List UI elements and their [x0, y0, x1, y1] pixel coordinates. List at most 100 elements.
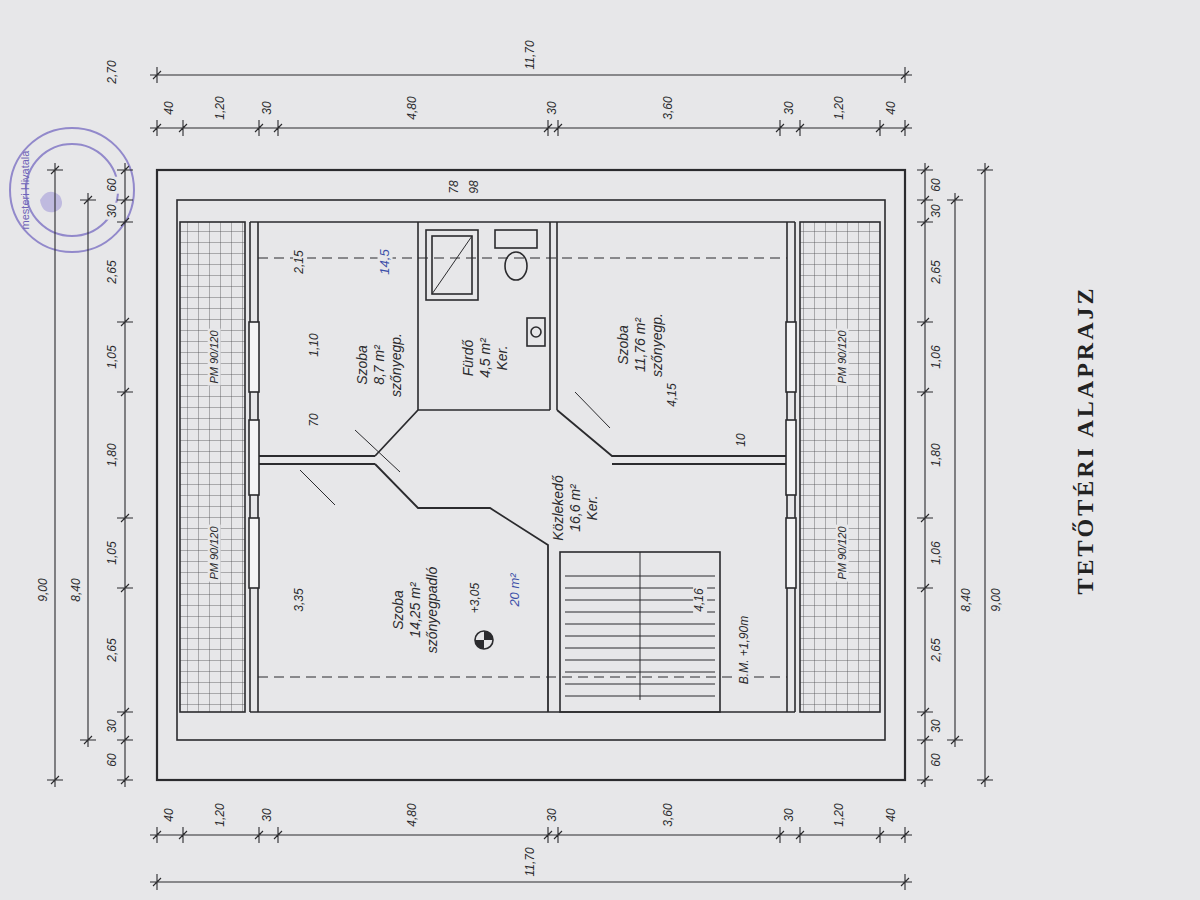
level-label: +3,05 [469, 581, 483, 615]
inner-wall [177, 200, 885, 740]
dimension-label: 1,05 [106, 539, 120, 566]
room-text: Szoba [615, 313, 632, 377]
outer-wall [157, 170, 905, 780]
room-text: 11,76 m² [632, 313, 649, 377]
window-label: PM 90/120 [208, 328, 221, 385]
dimension-label: 40 [885, 99, 899, 116]
dimension-label: 2,65 [106, 636, 120, 663]
stair-treads [565, 552, 715, 700]
dimension-line [47, 163, 63, 787]
dimension-label: 70 [308, 411, 322, 428]
dimension-label: 60 [930, 176, 944, 193]
level-label: B.M. +1,90m [738, 614, 752, 686]
dimension-label: 1,80 [106, 441, 120, 468]
dimension-line [947, 193, 963, 747]
level-symbol [475, 631, 493, 649]
dimension-lines [47, 67, 993, 890]
room-text: Ker. [493, 338, 510, 378]
dimension-label: 30 [261, 806, 275, 823]
window-label: PM 90/120 [836, 524, 849, 581]
room-label: Fürdő4,5 m²Ker. [460, 338, 510, 378]
room-area: Szoba8,7 m²szőnyegp. [340, 280, 418, 450]
dimension-label: 1,20 [214, 94, 228, 121]
room-text: Szoba [390, 567, 407, 653]
window [249, 518, 259, 588]
dimension-label: 2,70 [106, 58, 120, 85]
dimension-label: 9,00 [990, 586, 1004, 613]
dimension-label: 11,70 [524, 845, 538, 878]
dimension-label: 98 [468, 178, 482, 195]
washbasin [531, 327, 541, 337]
drawing-title: TETŐTÉRI ALAPRAJZ [1072, 285, 1099, 594]
dimension-line [150, 827, 912, 843]
balcony-door [249, 420, 259, 495]
window-label: PM 90/120 [836, 328, 849, 385]
knee-wall [250, 222, 795, 712]
dimension-label: 30 [106, 717, 120, 734]
room-area: Szoba11,76 m²szőnyegp. [565, 240, 715, 450]
shower-tray [432, 236, 472, 294]
dimension-line [80, 193, 96, 747]
dimension-label: 3,60 [662, 801, 676, 828]
dimension-label: 40 [163, 99, 177, 116]
hatched-strip [180, 222, 245, 712]
room-text: 8,7 m² [371, 333, 388, 397]
dimension-label: 40 [885, 806, 899, 823]
height-label: 4,16 [693, 586, 707, 613]
stamp-ring [26, 144, 118, 236]
height-label: 3,35 [293, 586, 307, 613]
dimension-label: 30 [546, 806, 560, 823]
dimension-line [917, 163, 933, 787]
toilet-tank [495, 230, 537, 248]
handwritten-note: 20 m² [508, 571, 523, 608]
walls [157, 170, 905, 780]
dimension-label: 60 [106, 176, 120, 193]
room-text: szőnyegpadló [423, 567, 440, 653]
room-label: Szoba8,7 m²szőnyegp. [354, 333, 404, 397]
window [786, 322, 796, 392]
dimension-label: 30 [930, 202, 944, 219]
stamp-emblem [40, 192, 62, 212]
window [786, 518, 796, 588]
room-text: szőnyegp. [648, 313, 665, 377]
dimension-label: 1,20 [833, 801, 847, 828]
room-label: Közlekedő16,6 m²Ker. [550, 475, 600, 540]
dimension-label: 2,65 [930, 636, 944, 663]
level-symbol [475, 631, 493, 649]
dimension-label: 3,60 [662, 94, 676, 121]
dimension-label: 1,05 [106, 343, 120, 370]
shower-tray [432, 236, 472, 294]
dimension-label: 1,06 [930, 539, 944, 566]
room-area: Fürdő4,5 m²Ker. [422, 310, 548, 406]
partition-wall [258, 410, 787, 712]
dimension-label: 60 [930, 751, 944, 768]
dimension-label: 4,80 [406, 94, 420, 121]
dimension-label: 1,06 [930, 343, 944, 370]
window-label: PM 90/120 [208, 524, 221, 581]
dimension-label: 60 [106, 751, 120, 768]
dimension-label: 9,00 [37, 576, 51, 603]
stamp [10, 128, 134, 252]
stamp-text: mesteri Hivatala [19, 149, 32, 232]
dimension-label: 40 [163, 806, 177, 823]
balcony-door [786, 420, 796, 495]
dimension-label: 30 [930, 717, 944, 734]
dimension-label: 2,65 [930, 258, 944, 285]
toilet-bowl [505, 252, 527, 280]
dimension-label: 30 [546, 99, 560, 116]
shower-tray [426, 230, 478, 300]
dimension-label: 1,20 [833, 94, 847, 121]
room-label: Szoba14,25 m²szőnyegpadló [390, 567, 440, 653]
dimension-label: 8,40 [70, 576, 84, 603]
dimension-label: 30 [783, 806, 797, 823]
height-label: 2,15 [293, 248, 307, 275]
dimension-line [150, 120, 912, 136]
room-text: Közlekedő [550, 475, 567, 540]
dimension-label: 4,80 [406, 801, 420, 828]
room-text: Ker. [583, 475, 600, 540]
dimension-label: 11,70 [524, 38, 538, 71]
room-text: Szoba [354, 333, 371, 397]
stamp-ring [10, 128, 134, 252]
dimension-line [977, 163, 993, 787]
